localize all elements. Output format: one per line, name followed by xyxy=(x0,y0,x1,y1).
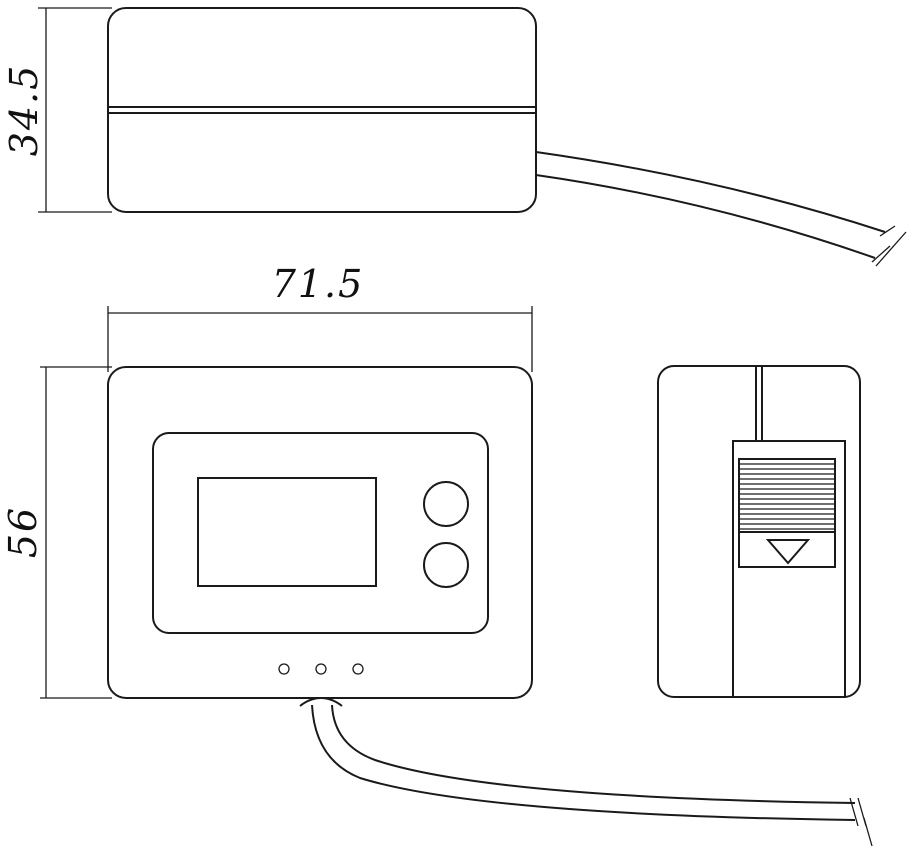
indicator-led-3 xyxy=(352,663,364,675)
height-dimension: 34.5 xyxy=(2,64,46,157)
button-upper xyxy=(423,481,469,527)
grip-area xyxy=(738,458,836,568)
display-window xyxy=(197,477,377,587)
top-view-cable-upper xyxy=(535,151,886,233)
front-cable-upper xyxy=(311,704,856,821)
front-cable-break xyxy=(849,797,873,847)
triangle-down-icon xyxy=(765,539,811,565)
indicator-led-1 xyxy=(278,663,290,675)
grip-ridges xyxy=(739,463,835,530)
cable-grommet xyxy=(299,696,343,707)
front-view-body xyxy=(107,366,533,699)
side-clip xyxy=(732,440,846,698)
top-view-cable-lower xyxy=(535,174,876,259)
front-view: 71.5 56 xyxy=(1,262,873,847)
top-view-body xyxy=(107,7,537,213)
front-panel xyxy=(152,432,489,634)
side-view xyxy=(657,365,861,698)
button-lower xyxy=(423,542,469,588)
front-cable-lower xyxy=(331,704,856,804)
width-dimension: 71.5 xyxy=(272,262,365,306)
depth-dimension: 56 xyxy=(1,506,45,558)
top-view-cable-break xyxy=(871,225,907,267)
indicator-led-2 xyxy=(315,663,327,675)
top-view: 34.5 xyxy=(2,7,907,267)
